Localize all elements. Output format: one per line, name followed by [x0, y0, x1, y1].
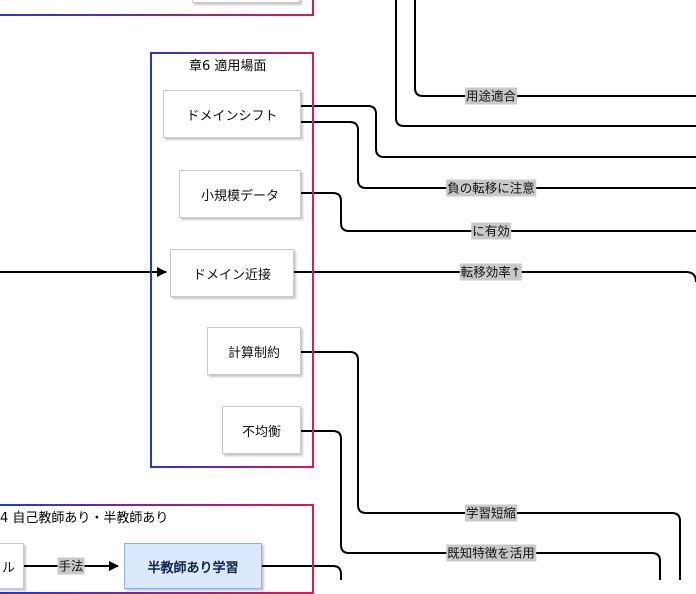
edge-semi-out — [262, 565, 342, 580]
edge-learning-short — [300, 351, 681, 580]
node-domain-near[interactable]: ドメイン近接 — [170, 249, 294, 297]
edge-usage-fit — [414, 0, 696, 97]
node-cut-left-label: ル — [1, 560, 15, 576]
edge-label-method: 手法 — [57, 557, 85, 575]
node-domain-shift[interactable]: ドメインシフト — [163, 90, 301, 138]
connector-lines — [0, 0, 696, 580]
group-top-partial — [0, 0, 314, 16]
node-cut-left[interactable]: ル — [0, 543, 24, 589]
node-small-data[interactable]: 小規模データ — [179, 170, 301, 218]
node-imbalance[interactable]: 不均衡 — [222, 406, 301, 454]
edge-effective — [300, 192, 696, 232]
edge-domain-shift-1 — [300, 105, 696, 158]
edge-label-learning-short: 学習短縮 — [464, 504, 518, 522]
edge-label-transfer-efficiency: 転移効率↑ — [459, 263, 523, 281]
edge-negative-transfer — [300, 121, 696, 189]
group-chapter6-title: 章6 適用場面 — [189, 59, 267, 74]
edge-label-negative-transfer: 負の転移に注意 — [446, 179, 536, 197]
edge-label-known-features: 既知特徴を活用 — [446, 544, 536, 562]
edge-known-features — [300, 430, 661, 580]
edge-right-upper — [395, 0, 696, 127]
node-compute-constraint[interactable]: 計算制約 — [207, 327, 301, 375]
group-chapter4-title: 4 自己教師あり・半教師あり — [0, 511, 169, 526]
node-top-partial[interactable] — [192, 0, 300, 3]
node-semi-supervised[interactable]: 半教師あり学習 — [124, 543, 262, 589]
edge-label-effective: に有効 — [471, 222, 511, 240]
edge-label-usage-fit: 用途適合 — [464, 87, 518, 105]
